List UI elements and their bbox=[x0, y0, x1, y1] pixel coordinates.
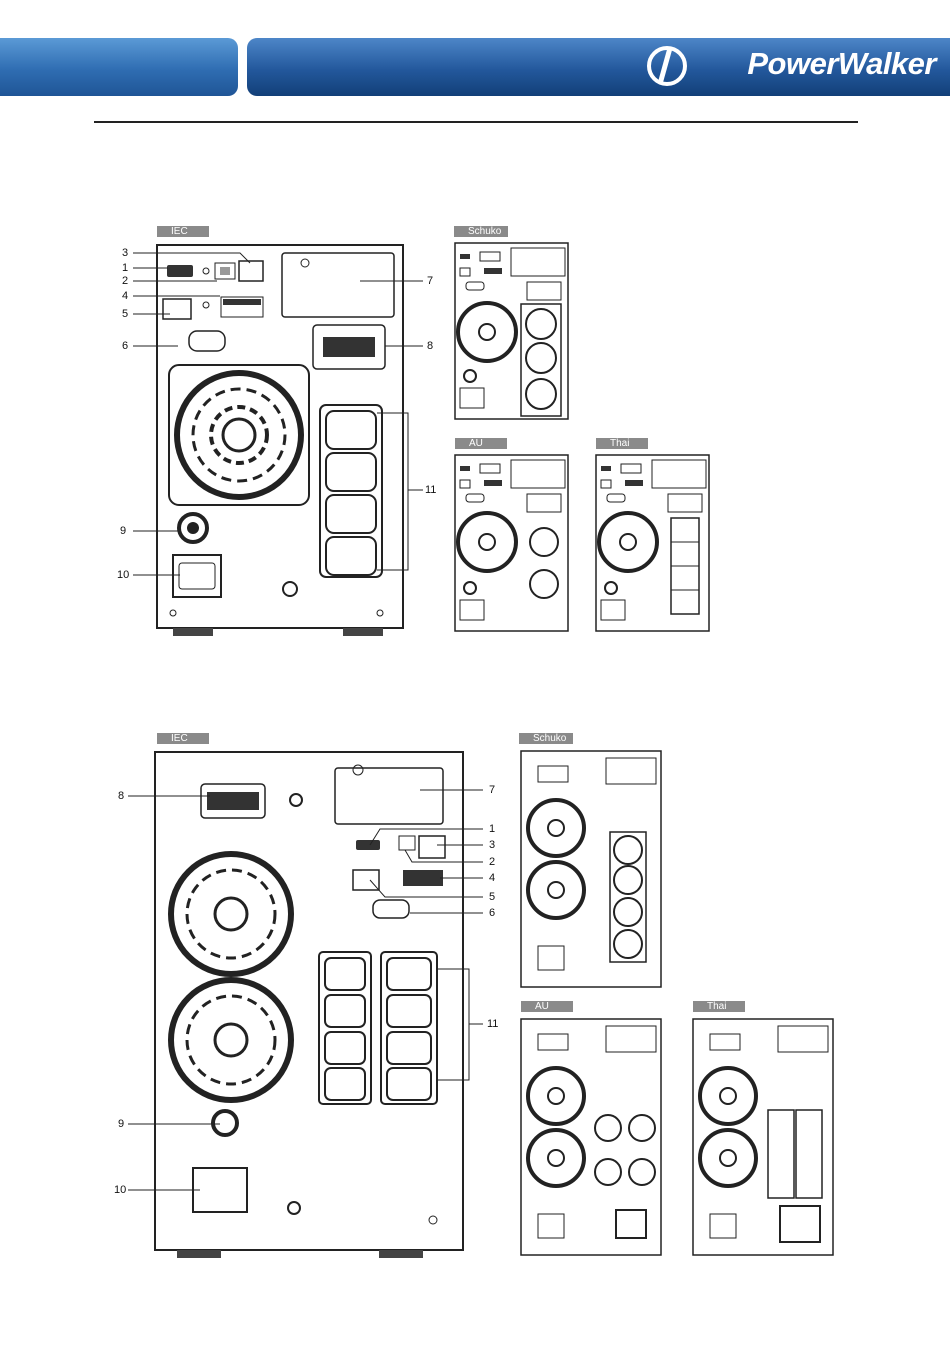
callout-7b: 7 bbox=[489, 784, 495, 796]
ups-rear-panel-schuko-2 bbox=[520, 750, 664, 994]
ups-rear-panel-thai-2 bbox=[692, 1018, 836, 1262]
callout-2b: 2 bbox=[489, 856, 495, 868]
ups-rear-panel-au-2 bbox=[520, 1018, 664, 1262]
callout-9b: 9 bbox=[118, 1118, 124, 1130]
callout-11b: 11 bbox=[487, 1018, 498, 1030]
callout-4b: 4 bbox=[489, 872, 495, 884]
callout-10b: 10 bbox=[114, 1184, 126, 1196]
callout-3b: 3 bbox=[489, 839, 495, 851]
callout-8b: 8 bbox=[118, 790, 124, 802]
callout-1b: 1 bbox=[489, 823, 495, 835]
callout-6b: 6 bbox=[489, 907, 495, 919]
callout-5b: 5 bbox=[489, 891, 495, 903]
